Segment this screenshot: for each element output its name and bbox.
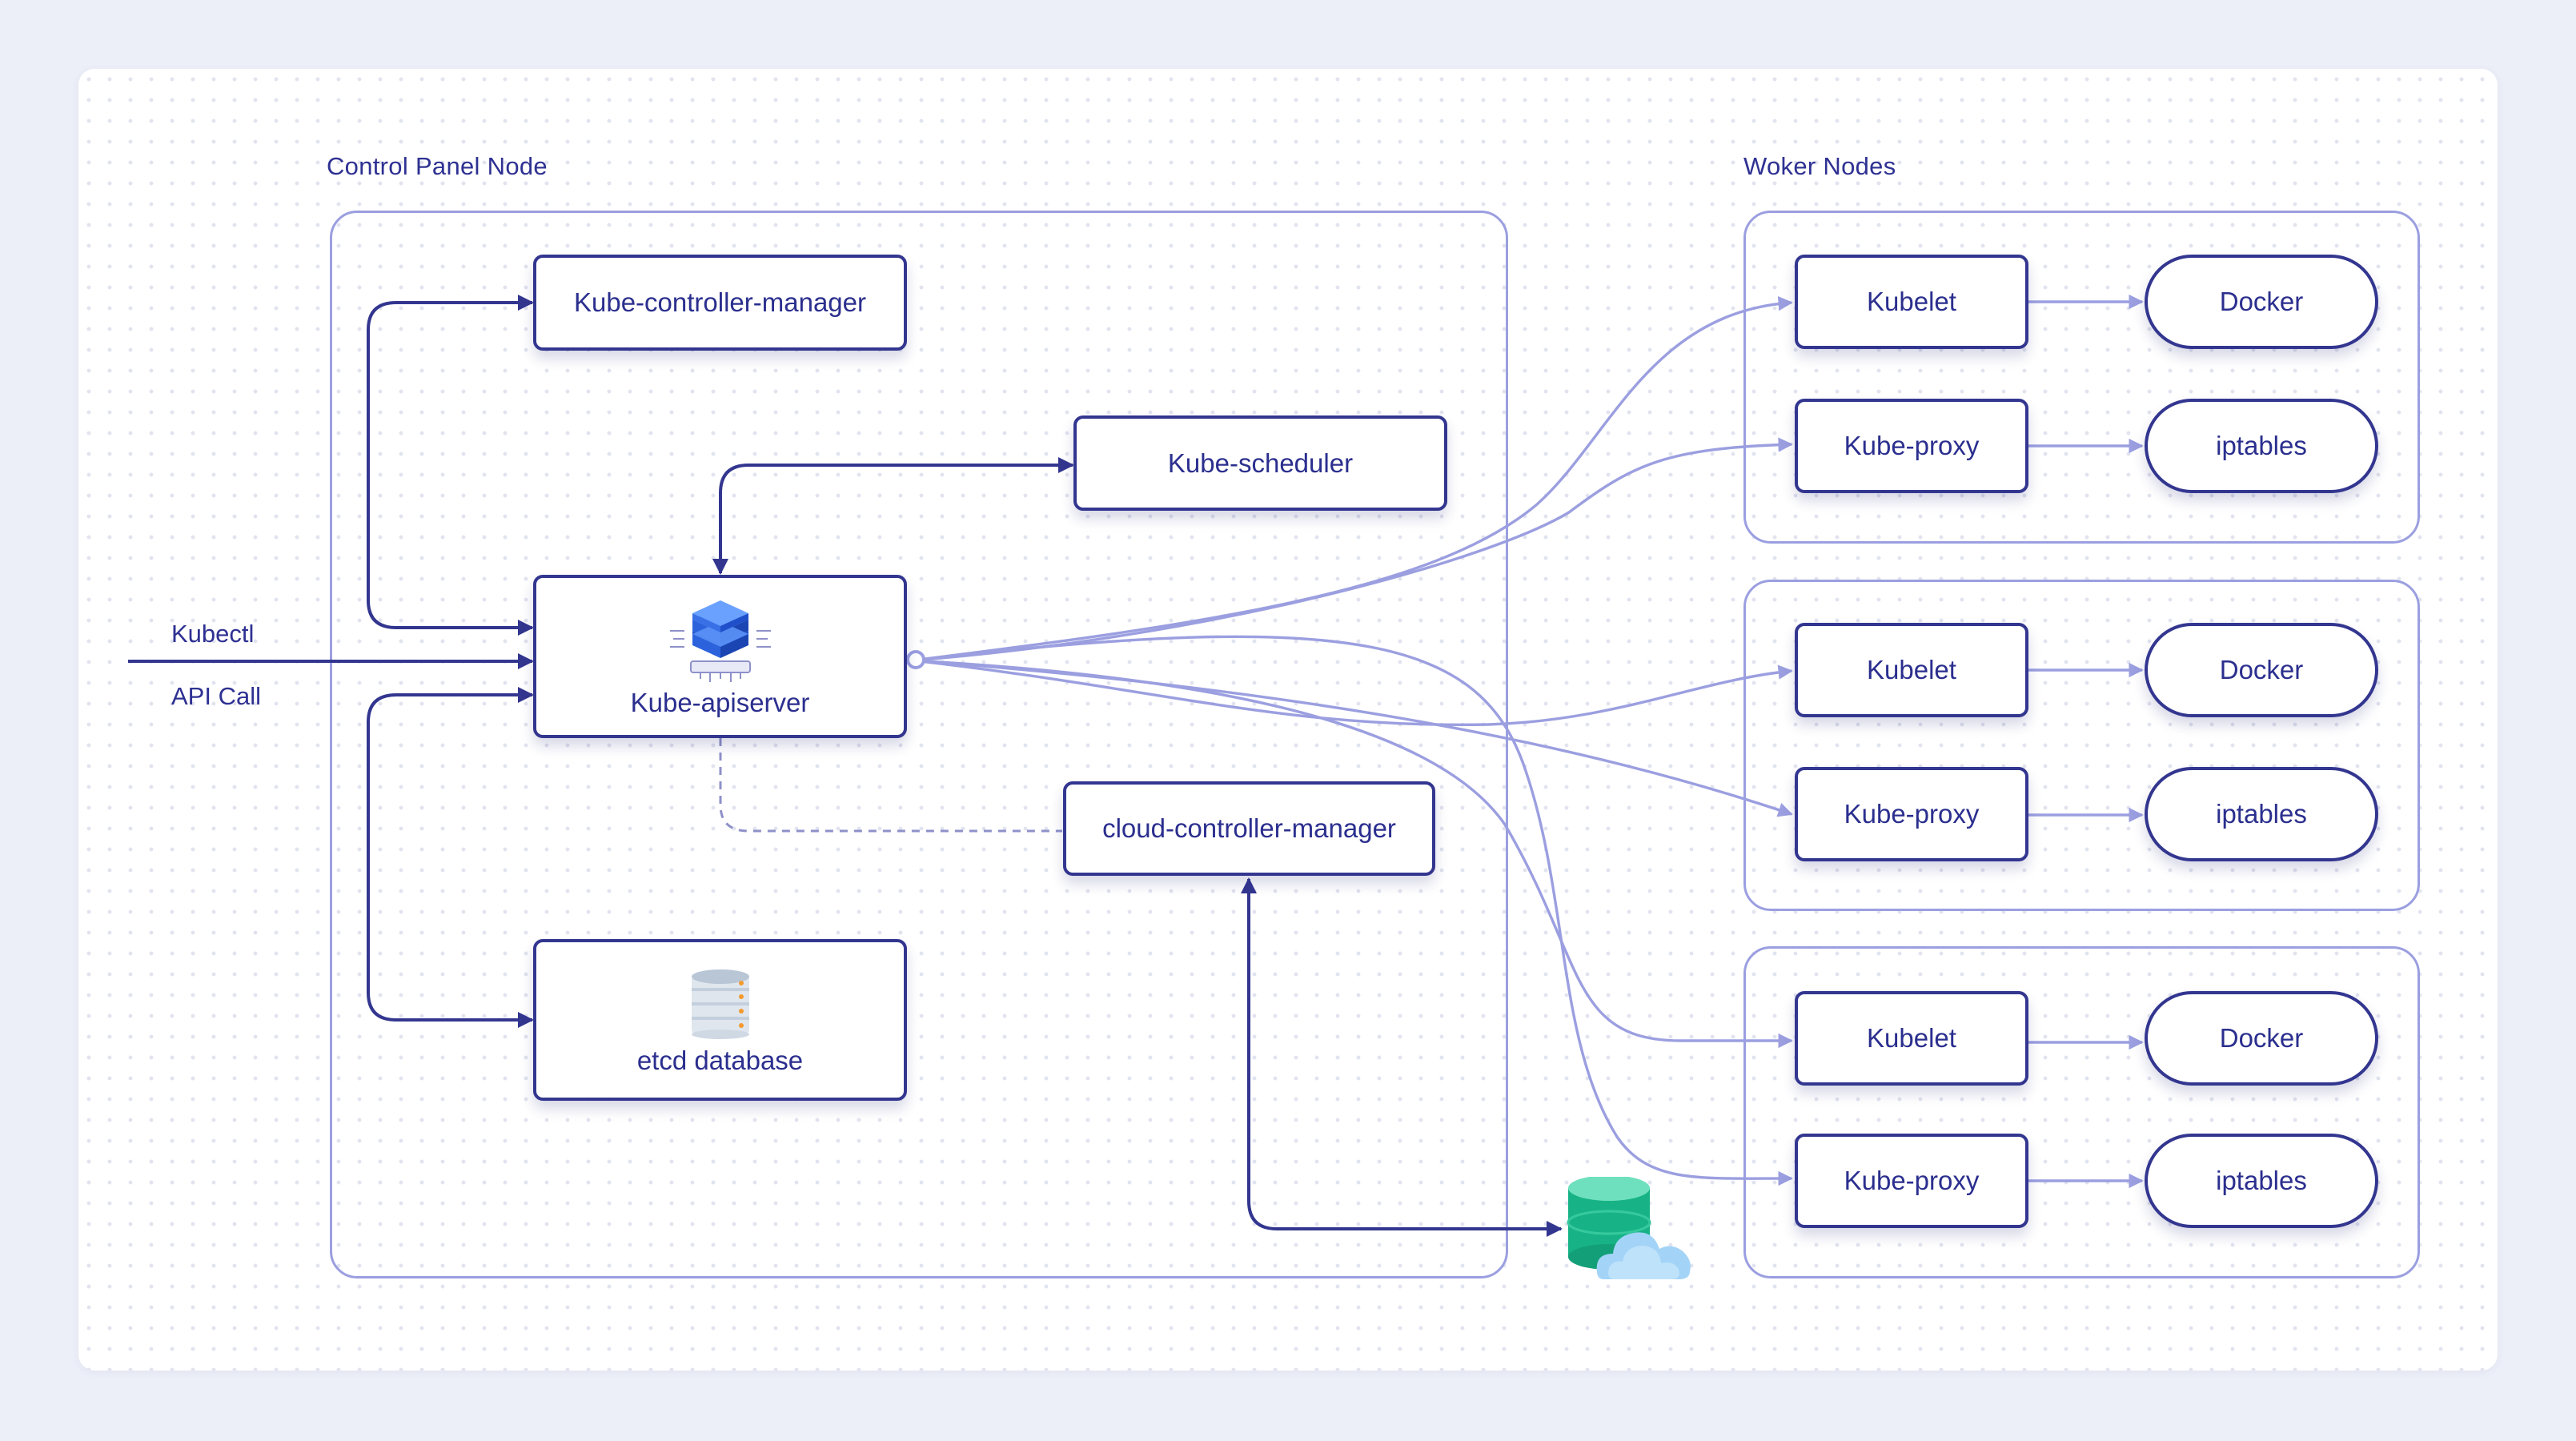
connector-apiserver-kubeproxy-3 <box>912 635 1793 1186</box>
kube-proxy-label-1: Kube-proxy <box>1844 431 1980 460</box>
connector-cloud-controller-cloud <box>1241 877 1563 1237</box>
connector-apiserver-kubeproxy-1 <box>912 437 1793 662</box>
docker-box-2[interactable]: Docker <box>2145 623 2378 717</box>
api-call-label: API Call <box>171 682 261 710</box>
server-stack-icon <box>669 600 771 682</box>
iptables-box-3[interactable]: iptables <box>2145 1134 2378 1228</box>
kubelet-box-1[interactable]: Kubelet <box>1795 255 2028 349</box>
iptables-box-2[interactable]: iptables <box>2145 767 2378 861</box>
kube-scheduler-box[interactable]: Kube-scheduler <box>1073 415 1447 511</box>
control-plane-panel <box>330 211 1508 1278</box>
docker-label-2: Docker <box>2219 655 2304 684</box>
diagram-canvas <box>78 69 2498 1371</box>
kube-proxy-label-3: Kube-proxy <box>1844 1166 1980 1195</box>
kube-controller-manager-label: Kube-controller-manager <box>573 287 866 317</box>
apiserver-port <box>906 650 925 669</box>
iptables-label-1: iptables <box>2216 431 2307 460</box>
kubelet-label-3: Kubelet <box>1867 1023 1956 1053</box>
etcd-database-label: etcd database <box>636 1046 804 1075</box>
kube-proxy-box-3[interactable]: Kube-proxy <box>1795 1134 2028 1228</box>
connector-apiserver-cloud-controller <box>719 738 1062 833</box>
cloud-provider-icon <box>1567 1177 1691 1279</box>
kube-apiserver-box[interactable]: Kube-apiserver <box>533 575 907 738</box>
kube-scheduler-label: Kube-scheduler <box>1167 448 1354 478</box>
docker-box-3[interactable]: Docker <box>2145 991 2378 1086</box>
docker-label-1: Docker <box>2219 287 2304 316</box>
iptables-label-3: iptables <box>2216 1166 2307 1195</box>
cloud-controller-manager-box[interactable]: cloud-controller-manager <box>1063 781 1435 876</box>
connector-apiserver-etcd <box>367 687 534 1028</box>
connector-apiserver-controller-manager <box>367 295 534 636</box>
iptables-box-1[interactable]: iptables <box>2145 399 2378 493</box>
docker-box-1[interactable]: Docker <box>2145 255 2378 349</box>
kubelet-label-2: Kubelet <box>1867 655 1956 684</box>
worker-node-panel-3 <box>1743 946 2420 1278</box>
kube-apiserver-label: Kube-apiserver <box>630 687 810 717</box>
connector-apiserver-kubelet-1 <box>912 295 1793 662</box>
connector-apiserver-scheduler <box>712 457 1074 575</box>
kubelet-box-3[interactable]: Kubelet <box>1795 991 2028 1086</box>
iptables-label-2: iptables <box>2216 799 2307 829</box>
kube-controller-manager-box[interactable]: Kube-controller-manager <box>533 255 907 351</box>
control-plane-title: Control Panel Node <box>327 152 548 180</box>
kubelet-label-1: Kubelet <box>1867 287 1956 316</box>
worker-nodes-title: Woker Nodes <box>1743 152 1896 180</box>
etcd-database-box[interactable]: etcd database <box>533 939 907 1101</box>
database-icon <box>691 969 749 1039</box>
kube-proxy-box-1[interactable]: Kube-proxy <box>1795 399 2028 493</box>
kubelet-box-2[interactable]: Kubelet <box>1795 623 2028 717</box>
worker-node-panel-1 <box>1743 211 2420 544</box>
connector-apiserver-kubelet-2 <box>912 659 1793 727</box>
kube-proxy-box-2[interactable]: Kube-proxy <box>1795 767 2028 861</box>
kubectl-label: Kubectl <box>171 620 255 648</box>
docker-label-3: Docker <box>2219 1023 2304 1053</box>
worker-node-panel-2 <box>1743 580 2420 911</box>
kube-proxy-label-2: Kube-proxy <box>1844 799 1980 829</box>
cloud-controller-manager-label: cloud-controller-manager <box>1102 813 1396 843</box>
connector-apiserver-kubelet-3 <box>912 659 1793 1049</box>
